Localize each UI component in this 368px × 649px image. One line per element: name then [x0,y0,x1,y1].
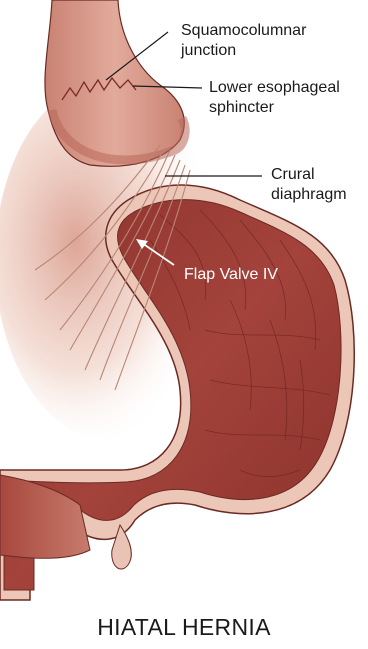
label-crural-line2: diaphragm [271,186,347,203]
label-les-line1: Lower esophageal [209,79,340,96]
label-squamocolumnar-line2: junction [180,42,236,59]
label-les-line2: sphincter [209,99,275,116]
label-squamocolumnar-line1: Squamocolumnar [181,22,307,39]
diagram-title: HIATAL HERNIA [97,614,271,640]
label-crural-line1: Crural [271,166,315,183]
label-flap-valve: Flap Valve IV [184,266,278,283]
